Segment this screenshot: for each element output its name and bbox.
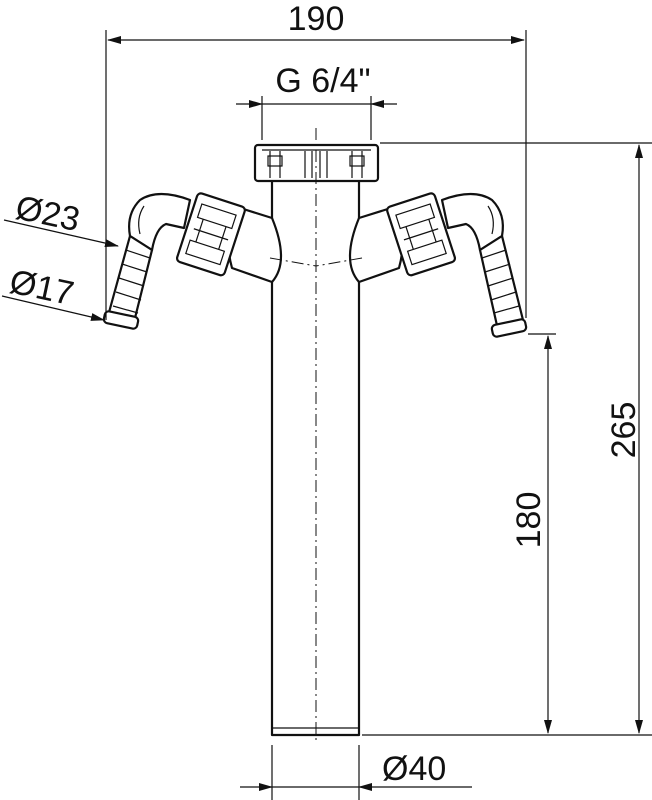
left-hose-tail — [102, 234, 154, 330]
outlet-outer-diameter-label: Ø23 — [12, 189, 83, 240]
dim-overall-width: 190 — [105, 0, 527, 320]
dim-overall-height: 265 — [362, 142, 652, 736]
top-nut — [253, 143, 380, 183]
overall-height-label: 265 — [605, 402, 643, 459]
dim-pipe-length: 180 — [510, 333, 556, 734]
right-branch — [349, 192, 528, 338]
dim-thread: G 6/4" — [236, 62, 397, 140]
dim-outlet-diameters: Ø23 Ø17 — [1, 189, 119, 321]
pipe-length-label: 180 — [510, 492, 548, 549]
thread-label: G 6/4" — [275, 62, 370, 100]
right-hose-tail — [478, 234, 528, 338]
left-branch — [102, 192, 282, 330]
pipe-diameter-label: Ø40 — [382, 750, 446, 788]
dim-pipe-diameter: Ø40 — [240, 745, 472, 800]
outlet-inner-diameter-label: Ø17 — [6, 263, 77, 314]
overall-width-label: 190 — [288, 0, 345, 38]
left-union-nut — [175, 192, 246, 277]
center-lines — [269, 128, 363, 740]
right-union-nut — [386, 192, 457, 277]
